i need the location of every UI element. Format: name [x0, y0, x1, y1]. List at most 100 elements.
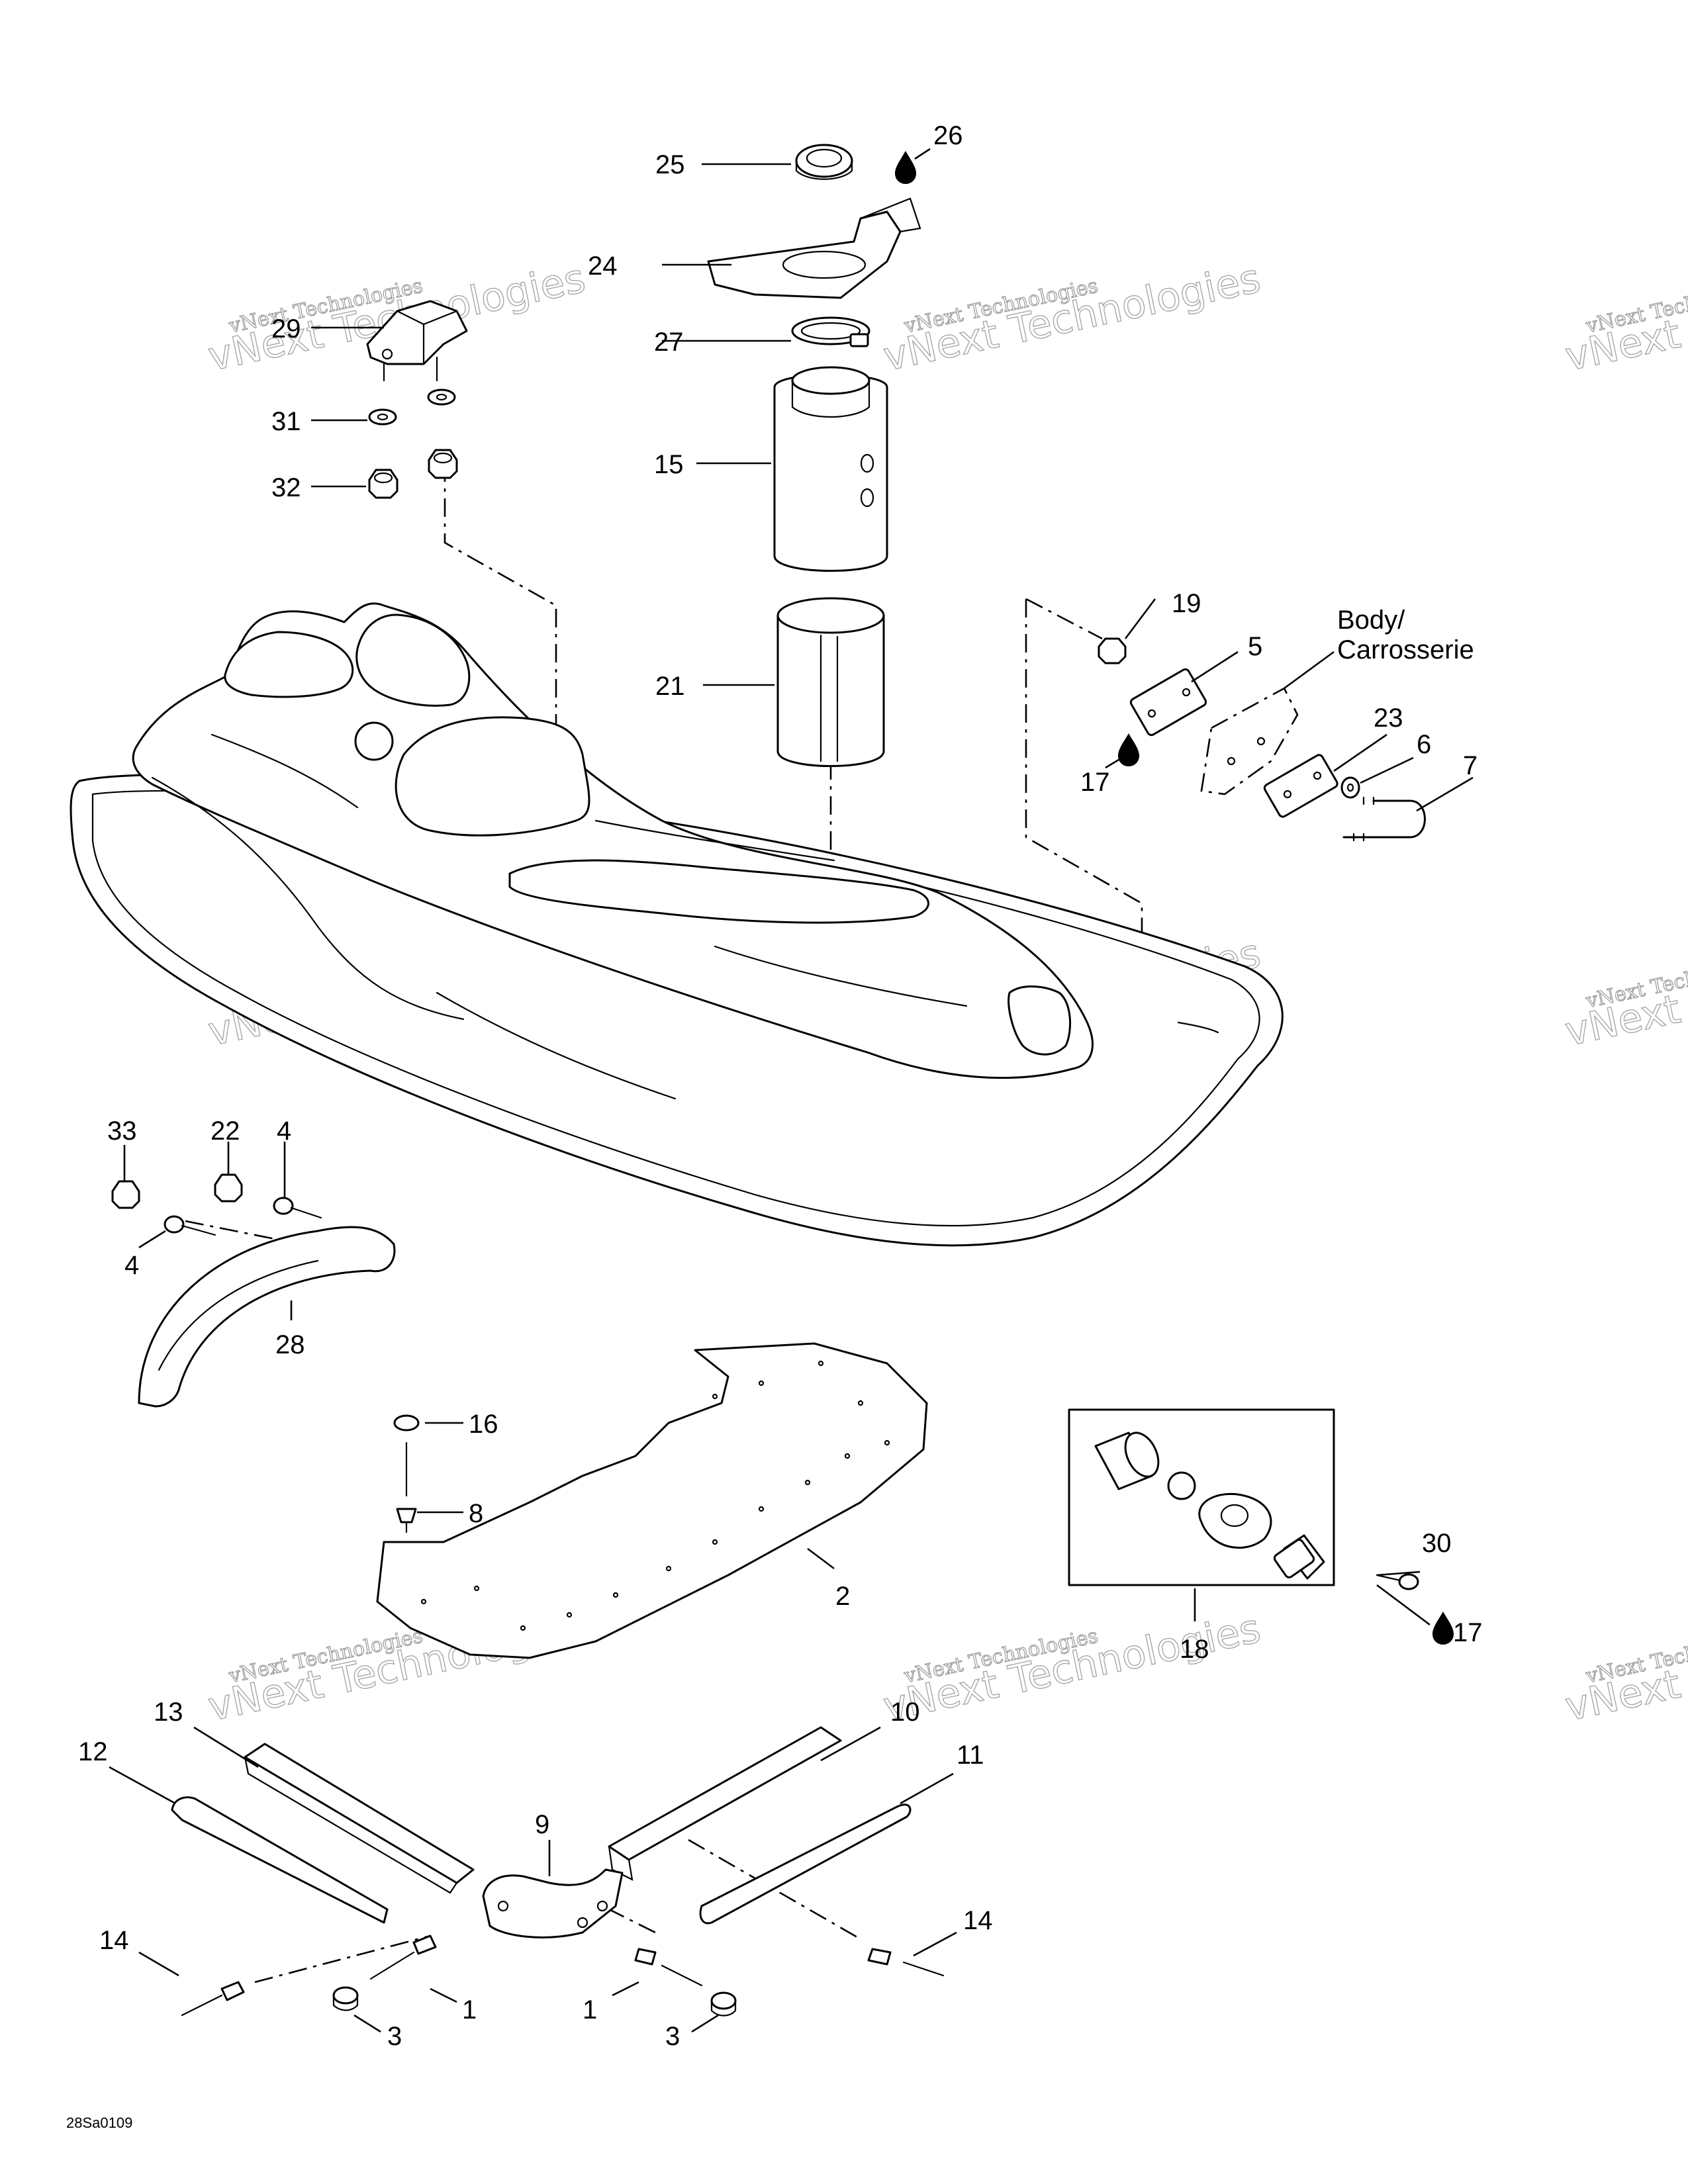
callout-1: 1: [462, 1995, 477, 2025]
steering-knob: [354, 721, 394, 761]
body-panel-hole: [1256, 737, 1266, 746]
callout-21: 21: [655, 672, 685, 701]
watermark: vNext Technologies vNext Technologies: [1561, 930, 1688, 1056]
hull-contour: [211, 733, 359, 809]
storage-sleeve-slit: [820, 634, 839, 762]
storage-bracket-collar: [782, 250, 867, 279]
callout-29: 29: [271, 314, 301, 343]
flat-washer-hole: [436, 393, 447, 401]
u-bolt: [1342, 799, 1426, 839]
callout-14: 14: [99, 1926, 129, 1955]
grab-support-assembly: [366, 300, 468, 499]
assembly-line-rail-left: [254, 1934, 431, 1983]
sponson-rail-right-upper: [608, 1726, 842, 1861]
storage-cylinder: [773, 373, 888, 572]
callout-3: 3: [665, 2022, 680, 2051]
body-fastener-assembly: [1098, 637, 1426, 842]
assembly-line-rail-right: [688, 1839, 861, 1940]
pad-rivet-holes: [420, 1360, 890, 1631]
rivet-cap: [332, 1986, 359, 2011]
callout-22: 22: [211, 1116, 240, 1146]
blind-rivet: [181, 1981, 245, 2017]
hull-contour: [1177, 1021, 1219, 1034]
callout-31: 31: [271, 407, 301, 436]
callout-3: 3: [387, 2022, 402, 2051]
watermark: vNext Technologies vNext Technologies: [1561, 1605, 1688, 1731]
callout-12: 12: [78, 1737, 108, 1766]
storage-cylinder-neck-side: [791, 379, 870, 418]
assembly-line-grabhandle: [444, 463, 557, 807]
u-bolt-thread: [1352, 796, 1375, 842]
gasket-ring-inner: [806, 148, 843, 168]
storage-sleeve: [776, 614, 885, 767]
cylinder-hole: [860, 453, 874, 473]
hull-pad-assembly: [376, 1342, 928, 1659]
callout-33: 33: [107, 1116, 137, 1146]
flat-washer: [427, 388, 456, 406]
side-handle-assembly: [111, 1173, 396, 1408]
callout-18: 18: [1180, 1635, 1209, 1664]
callout-24: 24: [588, 251, 618, 281]
carrosserie-label: Carrosserie: [1337, 635, 1474, 664]
callout-30: 30: [1422, 1529, 1452, 1558]
handlebar-pod: [224, 631, 354, 698]
storage-bracket: [707, 210, 902, 299]
watermark: vNext Technologies vNext Technologies: [879, 255, 1265, 381]
rivet-cap: [710, 1991, 737, 2017]
rivet-head: [396, 1508, 417, 1524]
callout-4: 4: [277, 1116, 291, 1146]
seat-backrest: [355, 614, 471, 707]
callout-17: 17: [1080, 768, 1110, 797]
callout-4: 4: [124, 1251, 139, 1280]
plate-hole: [1182, 688, 1191, 697]
storage-assembly: [707, 144, 921, 767]
drain-plug-cap: [1273, 1539, 1315, 1578]
hull-contour: [594, 819, 835, 862]
drain-plug-kit: [1068, 1408, 1419, 1590]
callout-26: 26: [933, 121, 963, 150]
rivet-plug: [393, 1414, 420, 1432]
callout-17: 17: [1453, 1618, 1483, 1647]
plate-hole: [1147, 709, 1156, 718]
drain-flange-hole: [1220, 1504, 1249, 1527]
side-handle-grip: [158, 1259, 319, 1371]
body-label: Body/: [1337, 606, 1405, 635]
storage-sleeve-top: [776, 597, 885, 634]
sponson-rail-right-lower: [699, 1803, 912, 1925]
drain-flange: [1198, 1492, 1272, 1549]
drain-ball: [1167, 1471, 1196, 1500]
callout-6: 6: [1417, 730, 1431, 759]
callout-1: 1: [583, 1995, 597, 2025]
screw: [164, 1215, 216, 1236]
callouts: 25 26 24 27 15 21 29 31 32 19 5 Body/ Ca…: [66, 121, 1483, 2131]
footwell: [508, 859, 929, 924]
hex-nut: [1098, 637, 1127, 664]
assembly-line-body-top: [1025, 598, 1103, 640]
callout-16: 16: [469, 1410, 498, 1439]
grab-support-stud: [383, 356, 438, 382]
hull-contour: [151, 776, 465, 1021]
callout-14: 14: [963, 1906, 993, 1935]
callout-32: 32: [271, 473, 301, 502]
hex-nut: [111, 1180, 140, 1209]
hex-nut: [368, 469, 399, 499]
hull-pad: [376, 1342, 928, 1659]
body-panel-hole: [1227, 756, 1236, 766]
hull-contour: [714, 945, 968, 1007]
blind-rivet: [867, 1948, 945, 1977]
blind-rivet: [634, 1948, 703, 1987]
hex-nut-top: [373, 472, 393, 484]
storage-cylinder-neck: [791, 366, 870, 395]
sponson-rail-left-upper: [244, 1743, 475, 1884]
callout-2: 2: [835, 1582, 850, 1611]
sponson-corner: [482, 1868, 624, 1938]
callout-13: 13: [154, 1698, 183, 1727]
oil-drop-icon: [895, 151, 916, 184]
callout-11: 11: [957, 1741, 984, 1770]
corner-hole: [596, 1900, 608, 1912]
hex-nut: [428, 449, 458, 479]
callout-10: 10: [890, 1698, 920, 1727]
corner-hole: [577, 1917, 588, 1929]
oil-drop-icon: [1118, 733, 1139, 766]
storage-bracket-edge: [859, 197, 921, 233]
